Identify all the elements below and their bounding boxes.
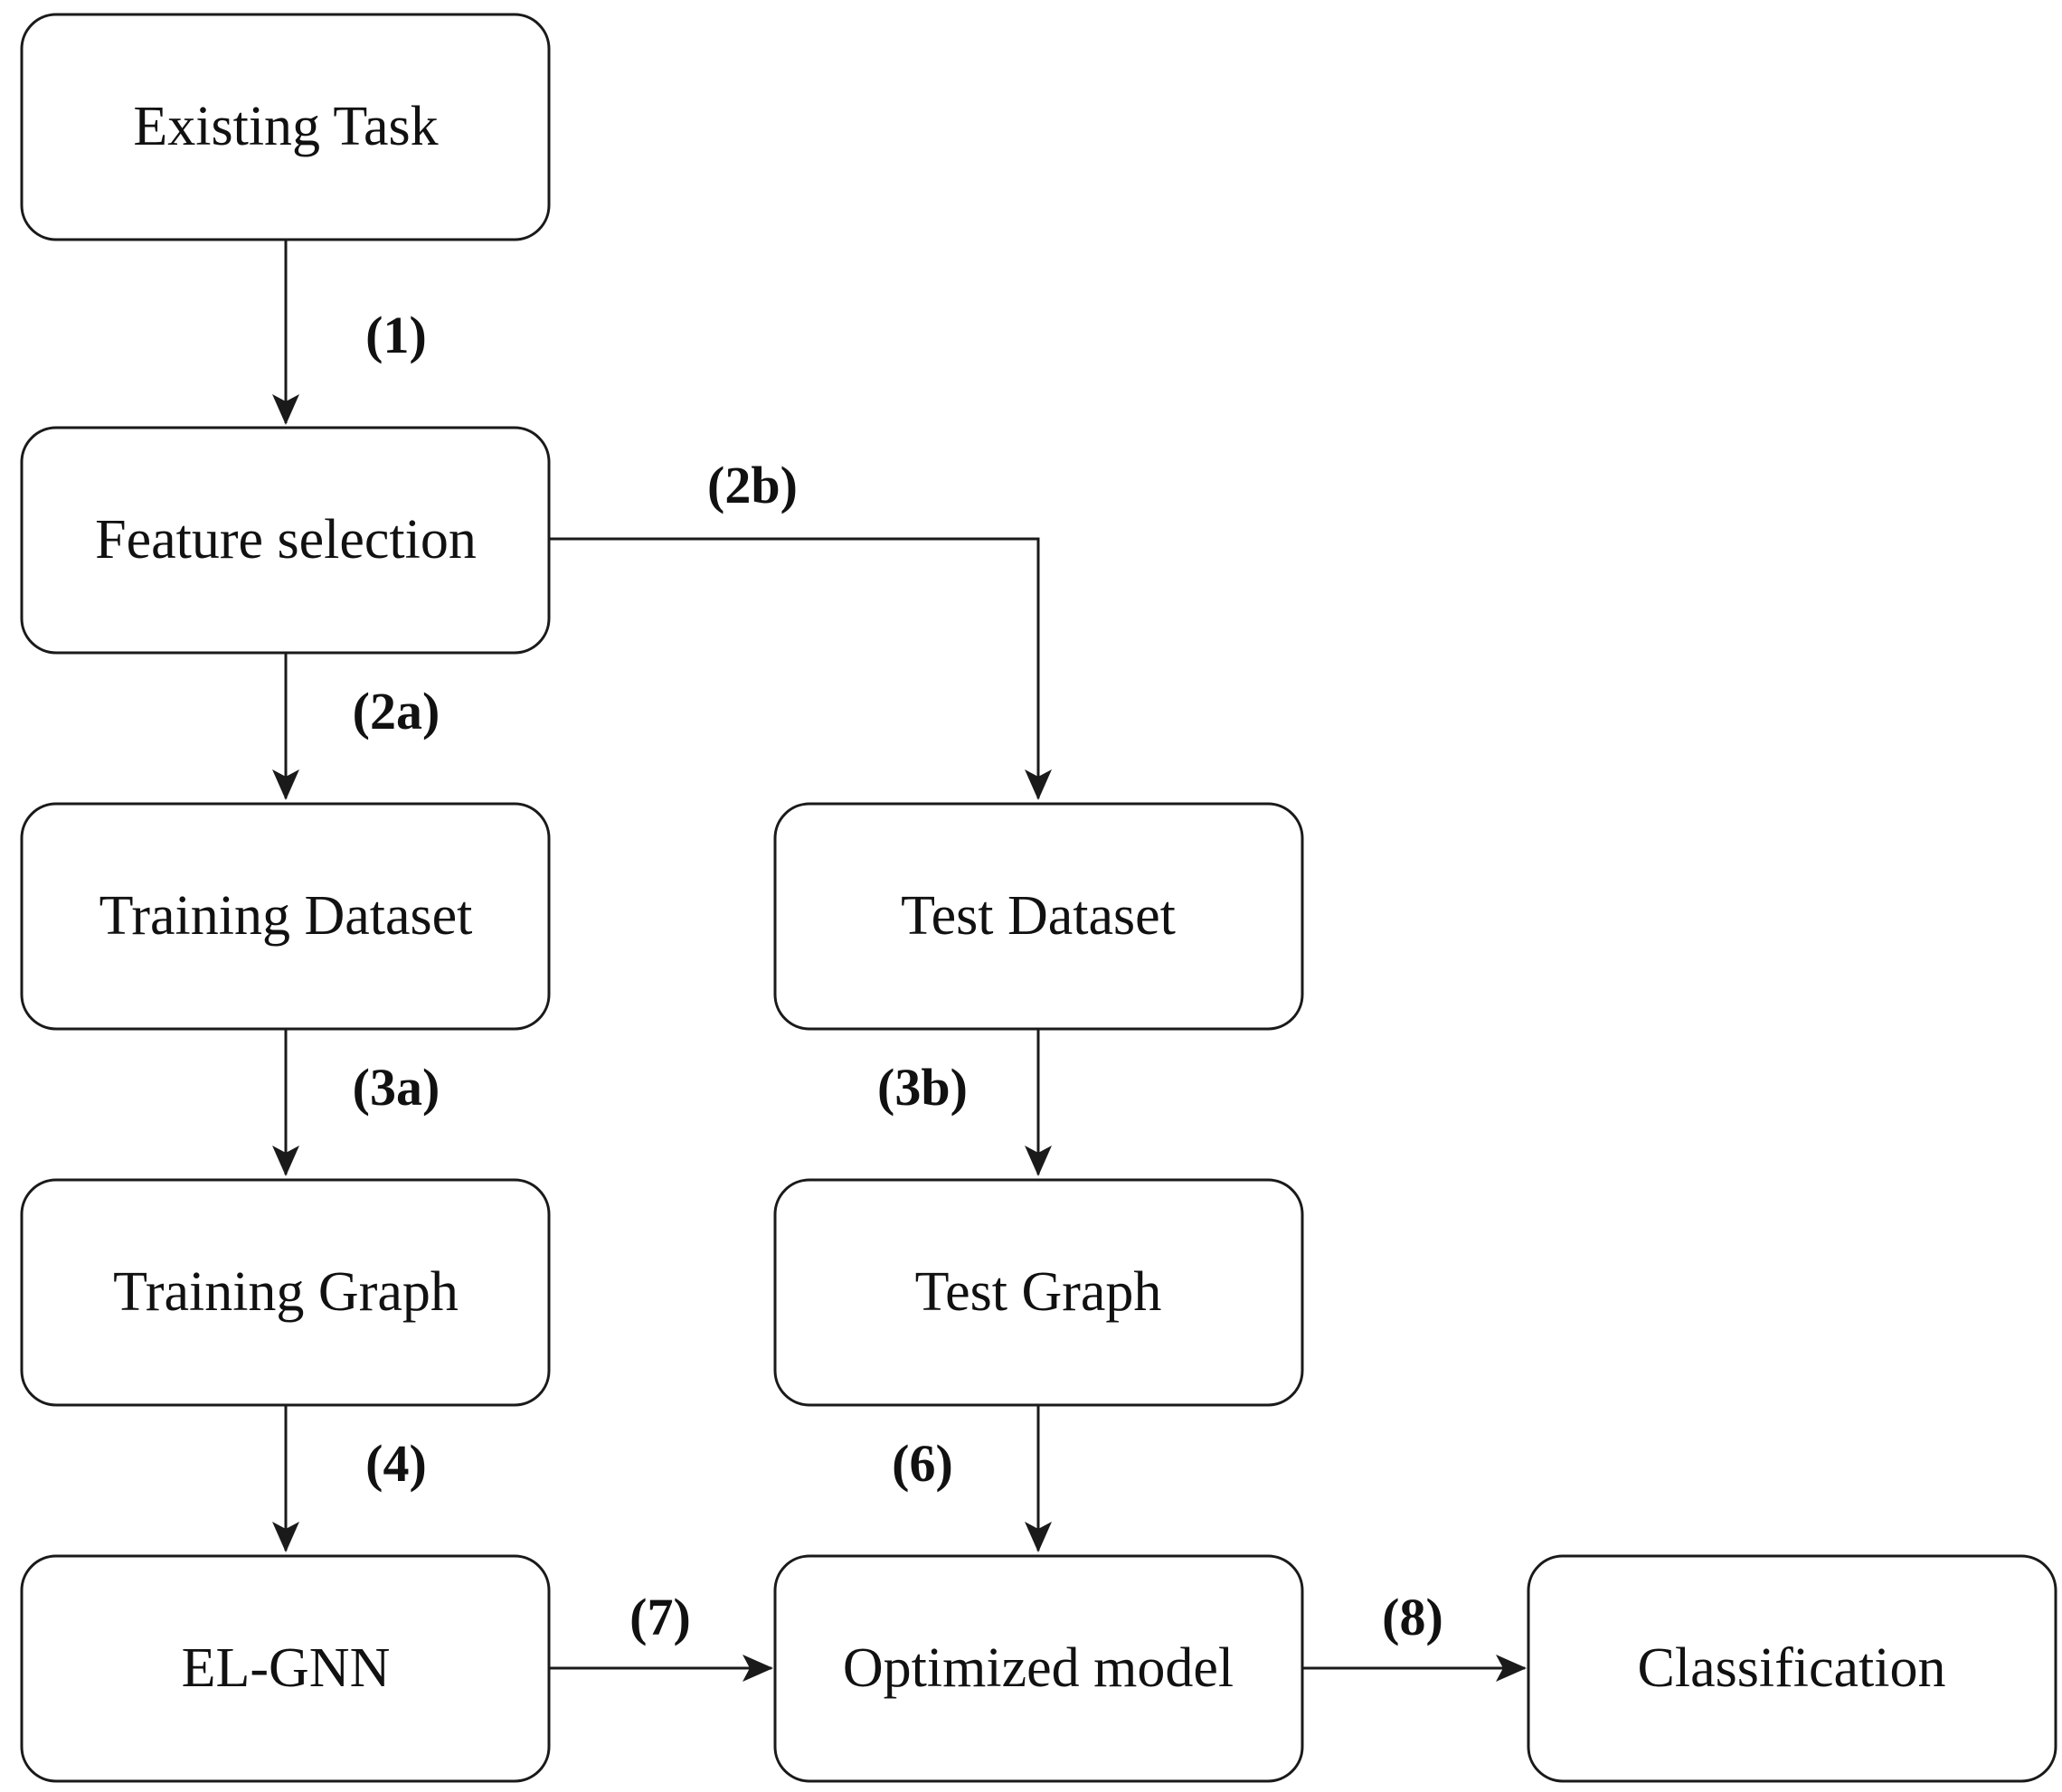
node-label-training-graph: Training Graph <box>113 1261 459 1323</box>
node-training-graph: Training Graph <box>20 1178 551 1407</box>
node-label-test-dataset: Test Dataset <box>901 885 1176 947</box>
node-label-test-graph: Test Graph <box>915 1261 1162 1323</box>
edge-label-3b: (3b) <box>877 1058 968 1117</box>
edge-label-6: (6) <box>892 1434 953 1493</box>
node-label-feature-selection: Feature selection <box>95 509 477 571</box>
node-label-existing-task: Existing Task <box>133 96 438 157</box>
node-test-dataset: Test Dataset <box>773 802 1304 1031</box>
arrow-feature-to-test-dataset <box>549 537 1052 800</box>
node-test-graph: Test Graph <box>773 1178 1304 1407</box>
node-existing-task: Existing Task <box>20 13 551 241</box>
edge-label-4: (4) <box>365 1434 427 1493</box>
edge-label-2a: (2a) <box>353 682 440 740</box>
edge-label-2b: (2b) <box>707 456 798 514</box>
edge-labels: (1) (2b) (2a) (3a) (3b) (4) (6) (7) (8) <box>353 306 1443 1646</box>
node-label-el-gnn: EL-GNN <box>182 1637 391 1699</box>
node-feature-selection: Feature selection <box>20 426 551 655</box>
node-label-optimized-model: Optimized model <box>843 1637 1234 1699</box>
node-training-dataset: Training Dataset <box>20 802 551 1031</box>
edge-label-7: (7) <box>629 1588 691 1646</box>
node-optimized-model: Optimized model <box>773 1554 1304 1783</box>
edges <box>272 240 1527 1682</box>
node-el-gnn: EL-GNN <box>20 1554 551 1783</box>
node-classification: Classification <box>1527 1554 2057 1783</box>
edge-label-1: (1) <box>365 306 427 364</box>
edge-label-3a: (3a) <box>353 1058 440 1117</box>
node-label-training-dataset: Training Dataset <box>99 885 473 947</box>
node-label-classification: Classification <box>1638 1637 1946 1699</box>
edge-label-8: (8) <box>1382 1588 1443 1646</box>
